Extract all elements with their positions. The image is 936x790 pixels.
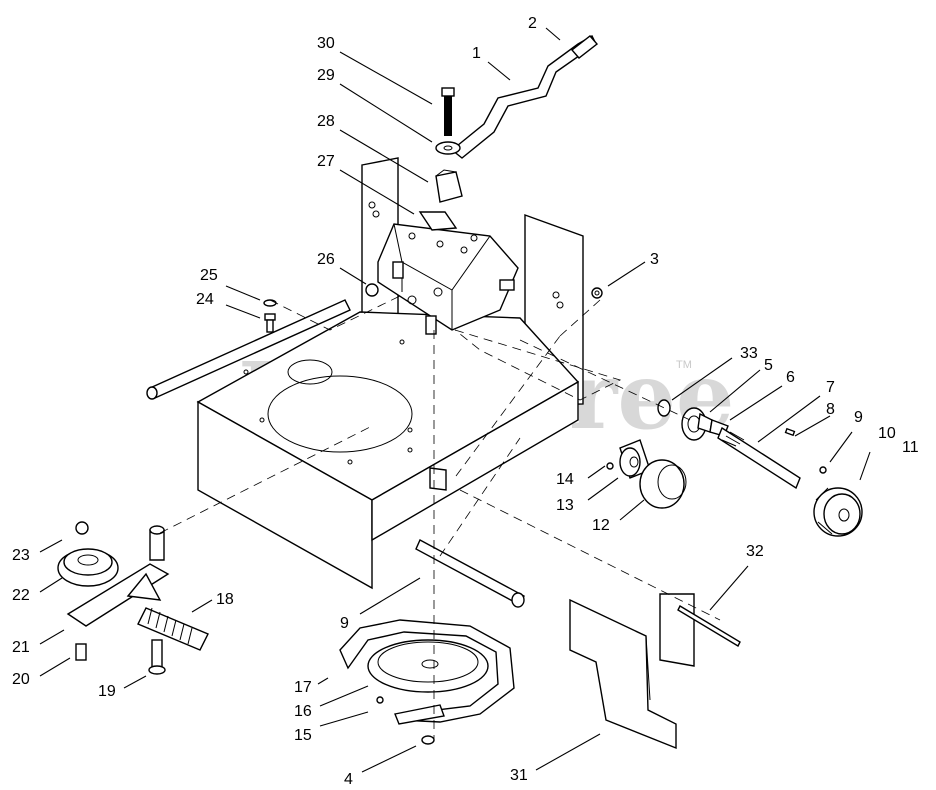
callout-16: 16 — [294, 703, 312, 720]
callout-1: 1 — [472, 45, 481, 62]
callout-8: 8 — [826, 401, 835, 418]
callout-9-left: 9 — [340, 615, 349, 632]
callout-11: 11 — [902, 439, 919, 456]
callout-15: 15 — [294, 727, 312, 744]
callout-17: 17 — [294, 679, 312, 696]
callout-3: 3 — [650, 251, 659, 268]
callout-12: 12 — [592, 517, 610, 534]
callout-10: 10 — [878, 425, 896, 442]
callout-14: 14 — [556, 471, 574, 488]
callout-4: 4 — [344, 771, 353, 788]
callout-24: 24 — [196, 291, 214, 308]
deck-frame — [146, 157, 584, 608]
callout-5: 5 — [764, 357, 773, 374]
callout-21: 21 — [12, 639, 30, 656]
watermark-trademark: TM — [676, 359, 692, 371]
hub-12-13-14 — [606, 439, 687, 509]
idler-arm-assembly — [57, 521, 209, 675]
callout-7: 7 — [826, 379, 835, 396]
callout-20: 20 — [12, 671, 30, 688]
callout-26: 26 — [317, 251, 335, 268]
nut-3 — [591, 287, 603, 299]
shield-31 — [569, 593, 695, 750]
callout-32: 32 — [746, 543, 764, 560]
callout-6: 6 — [786, 369, 795, 386]
lever-hardware — [435, 87, 463, 203]
alignment-lines — [159, 295, 721, 740]
callout-18: 18 — [216, 591, 234, 608]
callout-labels: 30 2 1 29 28 27 26 3 25 24 33 5 6 7 8 9 … — [12, 15, 919, 788]
callout-23: 23 — [12, 547, 30, 564]
belt-pulley — [339, 619, 515, 745]
callout-25: 25 — [200, 267, 218, 284]
callout-13: 13 — [556, 497, 574, 514]
leader-lines — [39, 27, 871, 773]
output-shaft-assembly — [657, 399, 863, 537]
callout-22: 22 — [12, 587, 30, 604]
callout-28: 28 — [317, 113, 335, 130]
callout-9-right: 9 — [854, 409, 863, 426]
callout-27: 27 — [317, 153, 335, 170]
gearbox — [377, 211, 519, 335]
callout-31: 31 — [510, 767, 528, 784]
callout-2: 2 — [528, 15, 537, 32]
rod-32 — [677, 605, 741, 647]
callout-33: 33 — [740, 345, 758, 362]
shift-lever — [450, 35, 599, 159]
callout-29: 29 — [317, 67, 335, 84]
callout-30: 30 — [317, 35, 335, 52]
callout-19: 19 — [98, 683, 116, 700]
